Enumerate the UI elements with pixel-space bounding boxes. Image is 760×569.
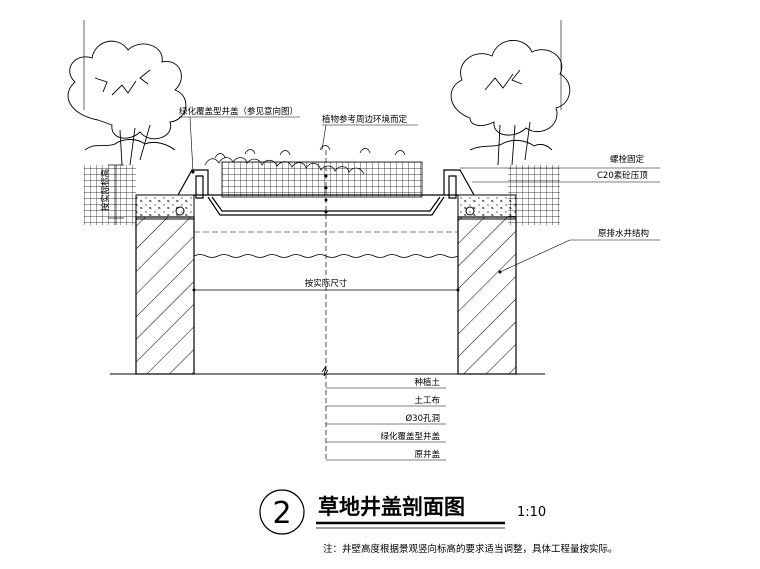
layer-legend: 种植土 土工布 Ø30孔洞 绿化覆盖型井盖 原井盖 <box>326 377 446 461</box>
drawing-scale: 1:10 <box>517 505 546 520</box>
c20-cap-right <box>457 194 517 220</box>
planting-soil-grid <box>221 161 423 198</box>
plant-note-label: 植物参考周边环境而定 <box>322 114 408 125</box>
layer-label: 原井盖 <box>414 449 440 460</box>
bolt-right <box>465 206 475 216</box>
bolt-label: 螺栓固定 <box>610 154 645 165</box>
layer-label: 种植土 <box>414 377 440 388</box>
cover-type-label: 绿化覆盖型井盖（参见意向图） <box>179 106 298 117</box>
bolt-left <box>175 206 185 216</box>
well-wall-left <box>135 216 195 375</box>
layer-label: 绿化覆盖型井盖 <box>380 431 440 442</box>
left-vertical-label: 按实际标高 <box>100 169 111 212</box>
center-dimension-label: 按实际尺寸 <box>305 278 348 289</box>
c20-cap-left <box>135 194 195 220</box>
layer-label: Ø30孔洞 <box>405 413 440 424</box>
well-structure-label: 原排水井结构 <box>598 228 649 239</box>
soil-grid-left <box>84 165 136 225</box>
drawing-number-circle <box>259 489 305 535</box>
c20-label: C20素砼压顶 <box>597 170 648 181</box>
drawing-number: 2 <box>272 496 291 531</box>
soil-grid-right <box>508 165 560 225</box>
tree-left <box>67 40 187 166</box>
well-wall-right <box>457 216 517 375</box>
drawing-title: 草地井盖剖面图 <box>318 495 465 519</box>
layer-label: 土工布 <box>414 395 440 406</box>
drawing-note: 注：井壁高度根据景观竖向标高的要求适当调整，具体工程量按实际。 <box>323 543 618 555</box>
tree-right <box>450 40 571 166</box>
